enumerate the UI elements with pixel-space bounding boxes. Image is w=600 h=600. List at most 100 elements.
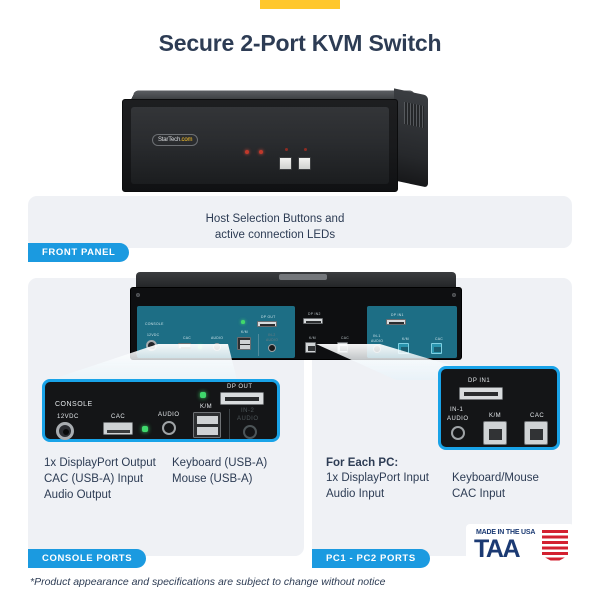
status-led-1: [245, 150, 249, 154]
rear-pc1-km-label: K/M: [402, 337, 409, 341]
detail-pc1-cac-port: [524, 421, 548, 445]
rear-pc2-cac-label: CAC: [341, 336, 350, 340]
device-front-body: [122, 99, 398, 192]
page-title: Secure 2-Port KVM Switch: [158, 30, 442, 56]
badge-front-panel: FRONT PANEL: [28, 243, 130, 262]
rear-pc1-cac-port: [431, 343, 442, 354]
detail-pc1-km-port: [483, 421, 507, 445]
console-desc-line-3: Audio Output: [44, 489, 112, 502]
console-desc-line-2: CAC (USB-A) Input: [44, 473, 144, 486]
pc-desc-line-1: 1x DisplayPort Input: [326, 472, 429, 484]
taa-acronym-text: TAA: [474, 535, 521, 563]
status-led-2: [259, 150, 263, 154]
front-panel-card: [28, 196, 572, 248]
badge-console-ports: CONSOLE PORTS: [28, 549, 147, 568]
device-vents: [404, 101, 424, 129]
host-button-led-2: [304, 148, 307, 151]
host-selection-button-2: [298, 157, 311, 170]
startech-logo: StarTech.com: [152, 134, 199, 146]
detail-in2-label-2: AUDIO: [237, 416, 259, 422]
detail-console-divider: [229, 409, 230, 439]
detail-dp-out-label: DP OUT: [227, 384, 253, 390]
detail-dp-out-led: [200, 392, 206, 398]
rear-in1-label-2: AUDIO: [371, 339, 384, 343]
rear-pc2-km-port: [305, 342, 316, 353]
rear-console-cac-label: CAC: [183, 336, 192, 340]
logo-text: StarTech: [158, 137, 181, 143]
rear-km-slot-lower: [239, 345, 250, 349]
front-panel-caption: Host Selection Buttons and active connec…: [150, 212, 400, 243]
detail-in2-audio-port: [243, 425, 257, 439]
detail-km-slot-upper: [197, 416, 218, 424]
detail-console-power-port: [56, 422, 74, 440]
detail-console-audio-label: AUDIO: [158, 412, 180, 418]
console-description-col2: Keyboard (USB-A) Mouse (USB-A): [172, 455, 267, 487]
detail-console-cac-port: [103, 422, 133, 435]
rear-console-divider: [258, 334, 259, 356]
pc-description-col1: 1x DisplayPort Input Audio Input: [326, 470, 429, 502]
pc-description-heading: For Each PC:: [326, 457, 399, 469]
detail-in1-audio-port: [451, 426, 465, 440]
detail-cac-led: [142, 426, 148, 432]
rear-pc1-cac-label: CAC: [435, 337, 444, 341]
rear-in2-audio-port: [268, 344, 276, 352]
front-panel-device-image: StarTech.com: [122, 88, 428, 203]
rear-dp-in1-port: [386, 319, 406, 325]
pc-description-col2: Keyboard/Mouse CAC Input: [452, 470, 539, 502]
rear-console-power-label: 12VDC: [147, 333, 160, 337]
host-selection-button-1: [279, 157, 292, 170]
detail-in1-label-2: AUDIO: [447, 416, 469, 422]
pc1-detail-closeup: DP IN1 IN-1 AUDIO K/M CAC: [438, 366, 560, 450]
detail-console-km-label: K/M: [200, 404, 213, 410]
host-button-led-1: [285, 148, 288, 151]
detail-pc1-cac-label: CAC: [530, 413, 545, 419]
console-detail-closeup: CONSOLE 12VDC CAC AUDIO K/M DP OUT IN-2 …: [42, 379, 280, 442]
taa-made-in-usa-text: MADE IN THE USA: [476, 529, 536, 536]
rear-in2-label-2: AUDIO: [266, 338, 279, 342]
console-desc2-line-1: Keyboard (USB-A): [172, 457, 268, 469]
rear-device-top: [136, 272, 456, 288]
rear-dp-out-label: DP OUT: [261, 315, 276, 319]
rear-screw-tl: [136, 293, 140, 297]
pc-desc-line-2: Audio Input: [326, 488, 385, 501]
rear-dp-in2-label: DP IN2: [308, 312, 321, 316]
rear-console-km-label: K/M: [241, 330, 248, 334]
console-description-col1: 1x DisplayPort Output CAC (USB-A) Input …: [44, 455, 156, 503]
rear-screw-tr: [452, 293, 456, 297]
rear-in1-label-1: IN-1: [373, 334, 381, 338]
detail-pc1-km-label: K/M: [489, 413, 502, 419]
detail-console-cac-label: CAC: [111, 414, 126, 420]
detail-dp-in1-port: [459, 387, 503, 400]
detail-console-audio-port: [162, 421, 176, 435]
pc-desc2-line-2: CAC Input: [452, 488, 506, 501]
detail-console-km-ports: [193, 412, 221, 438]
rear-console-audio-label: AUDIO: [211, 336, 224, 340]
detail-dp-in1-label: DP IN1: [468, 378, 491, 384]
detail-in1-label-1: IN-1: [450, 407, 464, 413]
footer-disclaimer: *Product appearance and specifications a…: [30, 576, 386, 588]
rear-dp-out-port: [257, 321, 277, 327]
rear-dp-out-led: [241, 320, 245, 324]
rear-dp-in1-label: DP IN1: [391, 313, 404, 317]
usa-flag-icon: [542, 530, 568, 563]
rear-console-title: CONSOLE: [145, 322, 164, 326]
badge-pc-ports: PC1 - PC2 PORTS: [312, 549, 430, 568]
rear-km-slot-upper: [239, 339, 250, 344]
detail-console-title: CONSOLE: [55, 401, 93, 408]
front-caption-line-1: Host Selection Buttons and: [205, 213, 345, 225]
detail-dp-out-port: [220, 392, 264, 405]
console-desc2-line-2: Mouse (USB-A): [172, 473, 253, 486]
rear-console-km-ports: [237, 337, 251, 350]
console-desc-line-1: 1x DisplayPort Output: [44, 457, 156, 469]
rear-dp-in2-port: [303, 318, 323, 324]
detail-console-power-label: 12VDC: [57, 414, 79, 420]
pc-desc2-line-1: Keyboard/Mouse: [452, 472, 539, 484]
top-accent-tab: [260, 0, 340, 9]
taa-compliance-logo: MADE IN THE USA TAA: [466, 524, 574, 570]
detail-in2-label-1: IN-2: [241, 408, 255, 414]
rear-device-handle: [279, 274, 327, 280]
front-caption-line-2: active connection LEDs: [214, 228, 336, 241]
rear-in2-label-1: IN-2: [268, 333, 276, 337]
detail-km-slot-lower: [197, 427, 218, 435]
